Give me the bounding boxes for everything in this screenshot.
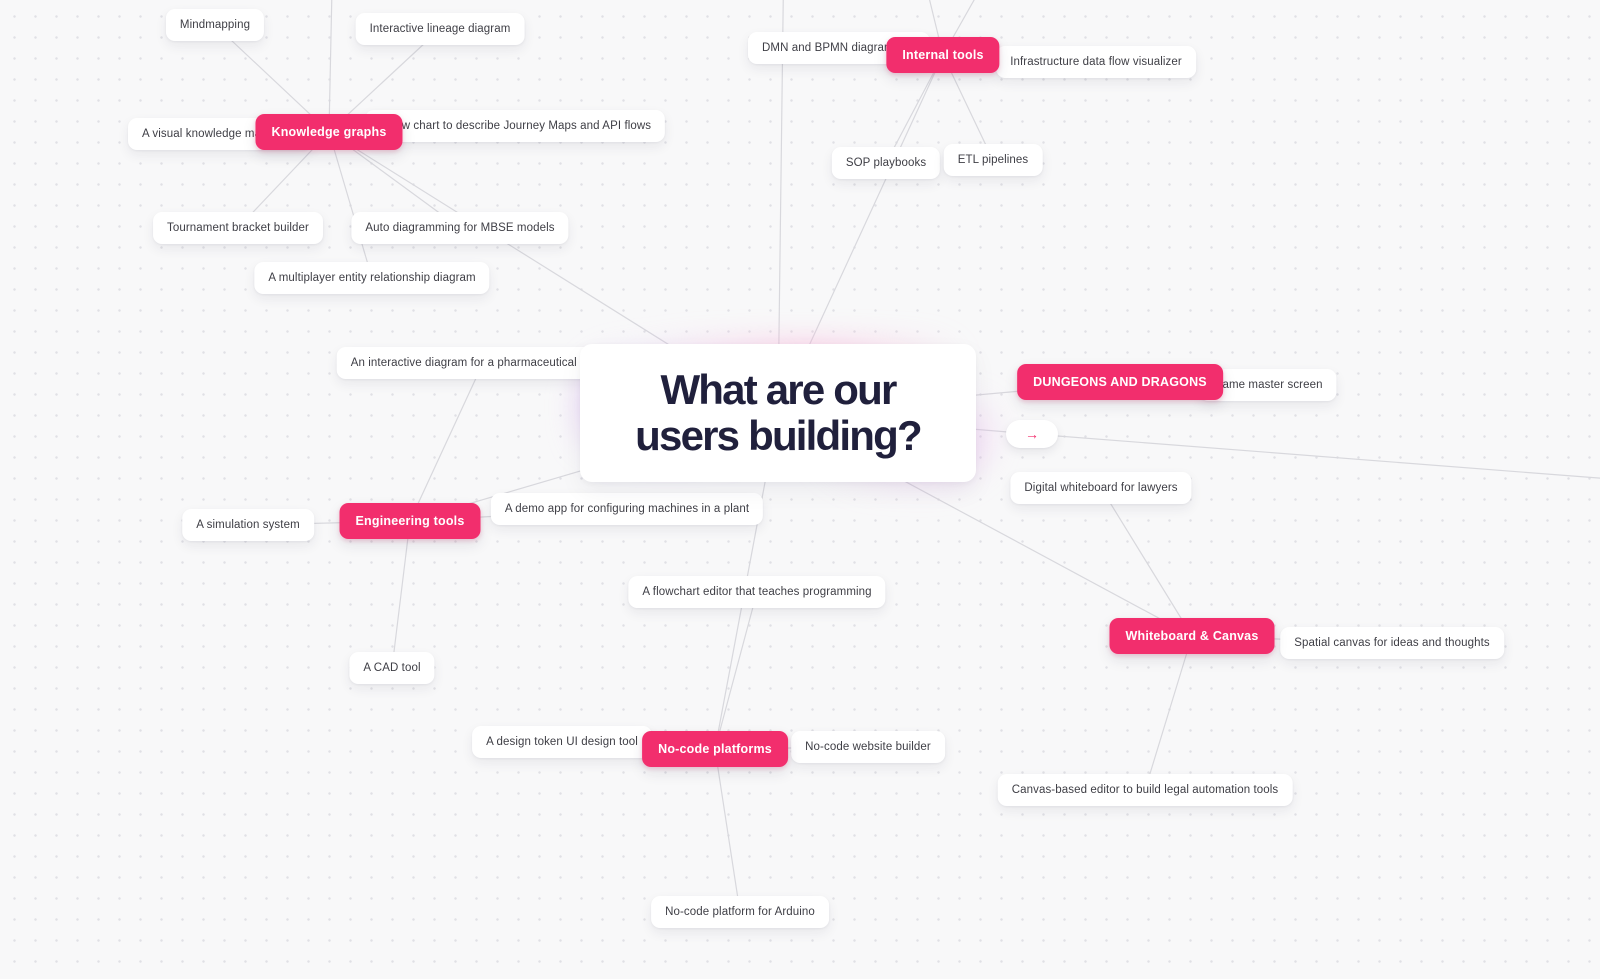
leaf-journey-maps[interactable]: A flow chart to describe Journey Maps an… <box>364 110 666 142</box>
leaf-demo-app[interactable]: A demo app for configuring machines in a… <box>490 493 764 525</box>
edge <box>714 591 758 750</box>
central-title-line2: users building? <box>635 412 922 459</box>
leaf-mindmapping[interactable]: Mindmapping <box>165 9 265 41</box>
leaf-infrastructure-visualizer[interactable]: Infrastructure data flow visualizer <box>996 46 1196 78</box>
central-title-line1: What are our <box>660 366 897 413</box>
leaf-flowchart-teaches[interactable]: A flowchart editor that teaches programm… <box>628 576 886 608</box>
edge <box>942 0 975 56</box>
leaf-interactive-lineage[interactable]: Interactive lineage diagram <box>355 13 525 45</box>
edge <box>885 54 944 164</box>
leaf-arduino-platform[interactable]: No-code platform for Arduino <box>651 896 829 928</box>
edge <box>409 362 484 522</box>
leaf-etl-pipelines[interactable]: ETL pipelines <box>943 144 1043 176</box>
edge <box>1144 635 1193 791</box>
leaf-cad-tool[interactable]: A CAD tool <box>349 652 435 684</box>
category-knowledge-graphs[interactable]: Knowledge graphs <box>255 114 403 150</box>
edge <box>328 131 373 279</box>
edge <box>328 0 333 133</box>
category-engineering-tools[interactable]: Engineering tools <box>339 503 481 539</box>
leaf-website-builder[interactable]: No-code website builder <box>791 731 945 763</box>
edge <box>777 0 784 414</box>
category-no-code-platforms[interactable]: No-code platforms <box>642 731 788 767</box>
edge <box>1031 433 1600 479</box>
leaf-multiplayer-er[interactable]: A multiplayer entity relationship diagra… <box>254 262 490 294</box>
category-internal-tools[interactable]: Internal tools <box>886 37 1000 73</box>
category-whiteboard-canvas[interactable]: Whiteboard & Canvas <box>1109 618 1275 654</box>
leaf-spatial-canvas[interactable]: Spatial canvas for ideas and thoughts <box>1280 627 1504 659</box>
central-title: What are our users building? <box>635 366 922 459</box>
collapsed-branch-pill[interactable]: → <box>1006 420 1058 448</box>
edge <box>391 520 411 669</box>
category-dungeons-and-dragons[interactable]: DUNGEONS AND DRAGONS <box>1017 364 1223 400</box>
edge <box>928 0 944 56</box>
leaf-canvas-legal[interactable]: Canvas-based editor to build legal autom… <box>997 774 1293 806</box>
edge <box>714 748 741 913</box>
leaf-sop-playbooks[interactable]: SOP playbooks <box>831 147 941 179</box>
leaf-tournament-bracket[interactable]: Tournament bracket builder <box>153 212 323 244</box>
leaf-lawyers-whiteboard[interactable]: Digital whiteboard for lawyers <box>1010 472 1192 504</box>
leaf-mbse-models[interactable]: Auto diagramming for MBSE models <box>351 212 569 244</box>
arrow-right-icon: → <box>1025 426 1039 442</box>
leaf-simulation-system[interactable]: A simulation system <box>182 509 314 541</box>
central-topic[interactable]: What are our users building? <box>580 344 976 482</box>
edge <box>1100 487 1193 637</box>
leaf-design-token[interactable]: A design token UI design tool <box>472 726 652 758</box>
